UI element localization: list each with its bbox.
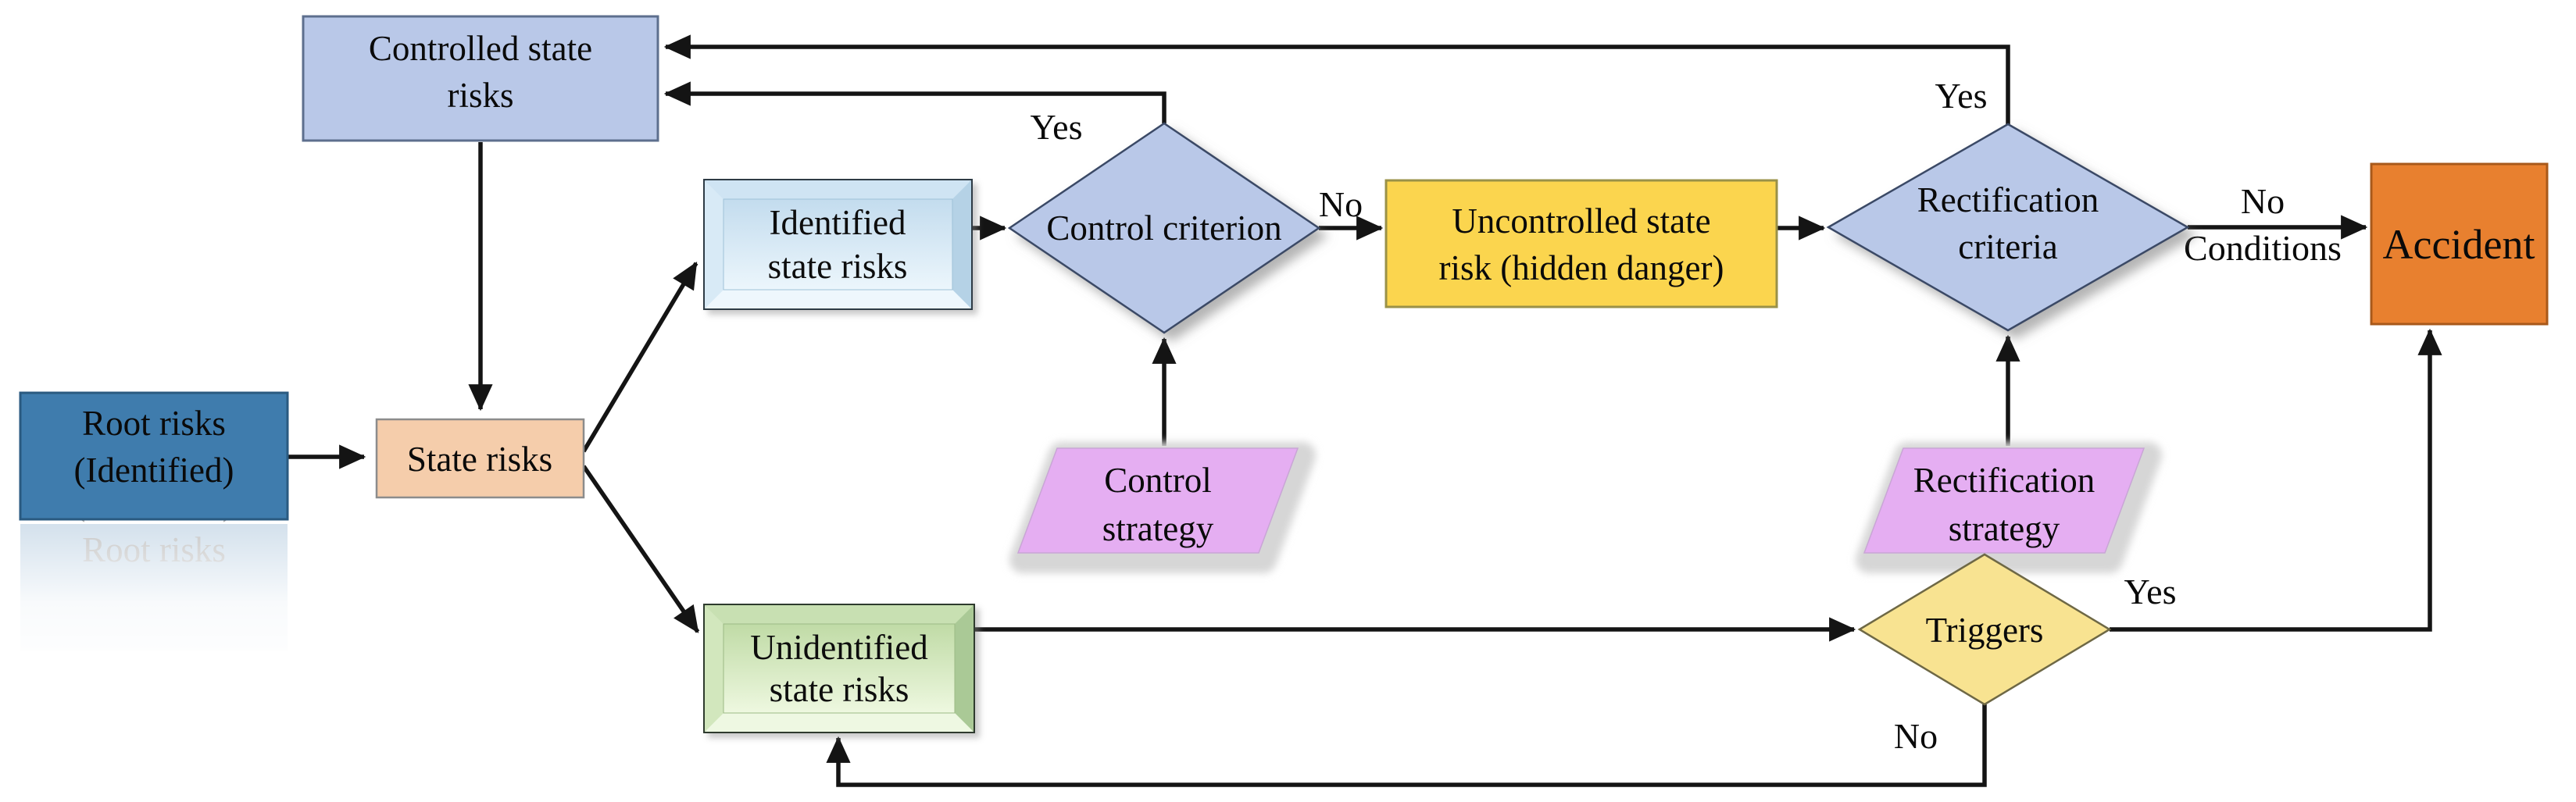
control-criterion-label: Control criterion: [1046, 209, 1281, 248]
unidentified-bevel-left: [705, 605, 723, 732]
node-control-criterion: Control criterion: [1007, 122, 1321, 334]
label-triggers-no: No: [1894, 716, 1938, 756]
root-risks-label-line2: (Identified): [74, 451, 234, 490]
node-accident: Accident: [2370, 162, 2549, 326]
edge-labels: Yes No Yes No Conditions Yes No: [1031, 76, 2342, 756]
triggers-diamond: [1857, 553, 2112, 706]
control-strategy-label-line2: strategy: [1102, 509, 1214, 548]
identified-bevel-top: [705, 180, 971, 199]
edge-control-criterion-yes-return: [663, 81, 1167, 123]
root-risks-label-line1: Root risks: [82, 404, 226, 443]
node-rectification-criteria: Rectification criteria: [1826, 123, 2190, 332]
label-control-criterion-yes: Yes: [1031, 107, 1083, 147]
label-triggers-yes: Yes: [2124, 572, 2177, 611]
node-uncontrolled-state-risk: Uncontrolled state risk (hidden danger): [1384, 179, 1778, 308]
unidentified-bevel-right: [955, 605, 974, 732]
uncontrolled-state-risk-box: [1384, 179, 1778, 308]
unidentified-state-risks-label-line2: state risks: [770, 670, 909, 709]
rectification-criteria-label-line2: criteria: [1958, 227, 2057, 266]
edge-triggers-yes-to-accident: [2110, 328, 2442, 632]
edge-state-to-unidentified: [581, 465, 700, 633]
triggers-label: Triggers: [1926, 611, 2044, 650]
rectification-strategy-label-line1: Rectification: [1913, 461, 2095, 500]
unidentified-inner-panel: [723, 623, 956, 714]
unidentified-bevel-top: [705, 605, 974, 624]
control-strategy-label-line1: Control: [1104, 461, 1212, 500]
root-risks-box: [19, 391, 289, 521]
rectification-criteria-label-line1: Rectification: [1917, 180, 2099, 219]
edge-state-to-identified: [581, 262, 698, 453]
identified-state-risks-label-line2: state risks: [768, 247, 908, 286]
state-risks-label: State risks: [407, 440, 552, 479]
label-rectification-yes: Yes: [1935, 76, 1988, 116]
identified-state-risks-label-line1: Identified: [770, 203, 906, 242]
label-rectification-no: No: [2241, 181, 2285, 221]
node-unidentified-state-risks: Unidentified state risks: [703, 604, 975, 733]
uncontrolled-state-risk-label-line1: Uncontrolled state: [1452, 201, 1710, 241]
state-risks-box: [375, 418, 585, 499]
uncontrolled-state-risk-label-line2: risk (hidden danger): [1439, 248, 1724, 287]
rectification-strategy-label-line2: strategy: [1949, 509, 2060, 548]
identified-bevel-left: [705, 180, 723, 308]
unidentified-state-risks-label-line1: Unidentified: [750, 628, 927, 667]
node-root-risks: Root risks (Identified) Root risks (Iden…: [16, 391, 298, 670]
node-control-strategy: Control strategy: [1009, 442, 1316, 573]
label-rectification-no-conditions: Conditions: [2184, 228, 2342, 268]
node-identified-state-risks: Identified state risks: [703, 179, 973, 310]
identified-bevel-right: [952, 180, 971, 308]
node-triggers: Triggers: [1857, 553, 2112, 706]
node-controlled-state-risks: Controlled state risks: [302, 15, 659, 142]
controlled-state-risks-box: [302, 15, 659, 142]
edges: [288, 34, 2442, 787]
node-state-risks: State risks: [375, 418, 585, 499]
root-risks-reflection-fade: [16, 522, 298, 670]
accident-label: Accident: [2383, 221, 2535, 268]
controlled-state-risks-label-line2: risks: [447, 76, 513, 115]
node-rectification-strategy: Rectification strategy: [1856, 442, 2162, 573]
unidentified-bevel-bottom: [705, 713, 974, 732]
rectification-criteria-diamond: [1826, 123, 2190, 332]
control-criterion-diamond: [1007, 122, 1321, 334]
identified-bevel-bottom: [705, 290, 971, 308]
controlled-state-risks-label-line1: Controlled state: [369, 29, 592, 68]
identified-inner-panel: [723, 198, 953, 291]
label-control-criterion-no: No: [1319, 184, 1363, 224]
control-strategy-shape: [1016, 447, 1299, 554]
accident-box: [2370, 162, 2549, 326]
edge-rectification-yes-return: [663, 34, 2010, 124]
edge-triggers-no-return: [826, 704, 1987, 787]
rectification-strategy-shape: [1863, 447, 2145, 554]
